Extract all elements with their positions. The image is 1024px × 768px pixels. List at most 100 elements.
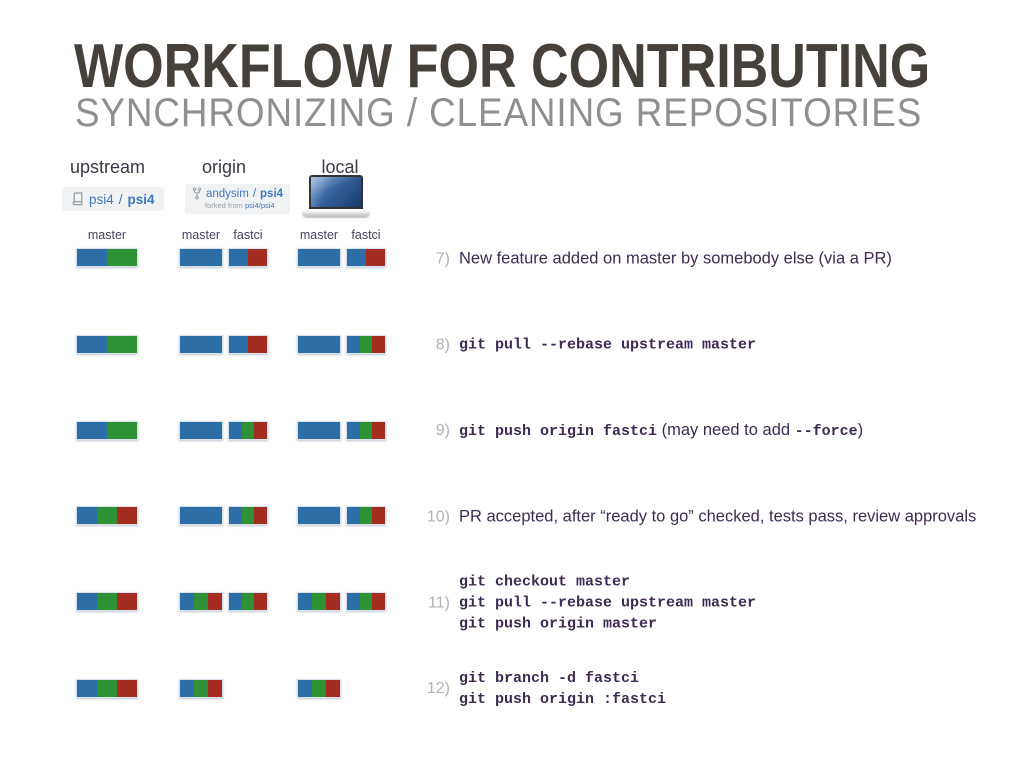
page-subtitle: SYNCHRONIZING / CLEANING REPOSITORIES bbox=[75, 91, 923, 135]
commit-segment-blue bbox=[201, 422, 222, 439]
step-9: 9) git push origin fastci (may need to ad… bbox=[412, 420, 863, 442]
commit-block-local-fastci bbox=[346, 248, 386, 267]
commit-segment-green bbox=[312, 593, 326, 610]
repo-badge-origin: andysim / psi4 forked from psi4/psi4 bbox=[185, 184, 291, 214]
commit-segment-blue bbox=[77, 249, 107, 266]
commit-segment-green bbox=[107, 336, 137, 353]
commit-block-origin-master bbox=[179, 592, 223, 611]
commit-block-local-master bbox=[297, 248, 341, 267]
step-number: 9) bbox=[435, 422, 450, 439]
forked-from-label: forked from bbox=[205, 201, 246, 210]
commit-segment-red bbox=[366, 249, 385, 266]
step-line: git checkout master bbox=[459, 572, 756, 593]
step-number: 12) bbox=[426, 680, 450, 697]
commit-segment-green bbox=[97, 593, 117, 610]
commit-segment-blue bbox=[298, 249, 319, 266]
branch-label-upstream-master: master bbox=[87, 228, 127, 242]
commit-segment-blue bbox=[180, 422, 201, 439]
laptop-display bbox=[311, 177, 361, 207]
laptop-base bbox=[302, 211, 370, 217]
commit-segment-blue bbox=[347, 422, 360, 439]
commit-segment-blue bbox=[347, 336, 360, 353]
commit-segment-green bbox=[97, 507, 117, 524]
command-text: git checkout master bbox=[459, 573, 631, 591]
step-8: 8)git pull --rebase upstream master bbox=[412, 335, 756, 356]
step-line: git push origin master bbox=[459, 614, 756, 635]
commit-segment-red bbox=[117, 507, 137, 524]
commit-segment-blue bbox=[229, 336, 248, 353]
forked-from-repo: psi4/psi4 bbox=[245, 201, 275, 210]
commit-segment-red bbox=[372, 593, 386, 610]
commit-segment-red bbox=[117, 680, 137, 697]
step-lines: New feature added on master by somebody … bbox=[459, 249, 892, 270]
branch-label-origin-fastci: fastci bbox=[233, 228, 263, 242]
commit-segment-red bbox=[208, 593, 222, 610]
commit-segment-blue bbox=[77, 336, 107, 353]
commit-segment-green bbox=[241, 507, 255, 524]
commit-segment-green bbox=[107, 422, 137, 439]
commit-block-origin-master bbox=[179, 506, 223, 525]
commit-segment-green bbox=[241, 422, 255, 439]
commit-segment-green bbox=[241, 593, 255, 610]
commit-segment-blue bbox=[201, 507, 222, 524]
commit-segment-green bbox=[359, 507, 373, 524]
step-7: 7) New feature added on master by somebod… bbox=[412, 249, 892, 270]
commit-segment-blue bbox=[229, 593, 242, 610]
commit-block-local-master bbox=[297, 506, 341, 525]
commit-segment-green bbox=[97, 680, 117, 697]
commit-segment-blue bbox=[319, 422, 340, 439]
commit-block-upstream-master bbox=[76, 421, 138, 440]
commit-block-upstream-master bbox=[76, 679, 138, 698]
column-header-local: local bbox=[321, 157, 359, 177]
commit-block-local-fastci bbox=[346, 421, 386, 440]
forked-from-note: forked from psi4/psi4 bbox=[192, 201, 283, 210]
commit-block-upstream-master bbox=[76, 592, 138, 611]
commit-segment-blue bbox=[180, 680, 194, 697]
commit-segment-red bbox=[326, 593, 340, 610]
commit-block-origin-fastci bbox=[228, 248, 268, 267]
commit-segment-blue bbox=[347, 249, 366, 266]
commit-block-origin-fastci bbox=[228, 421, 268, 440]
branch-label-origin-master: master bbox=[181, 228, 221, 242]
step-number: 7) bbox=[435, 250, 450, 267]
branch-label-local-fastci: fastci bbox=[351, 228, 381, 242]
step-number: 11) bbox=[428, 594, 450, 611]
commit-segment-blue bbox=[347, 507, 360, 524]
step-11: 11) git checkout master git pull --rebase … bbox=[412, 572, 756, 635]
commit-segment-red bbox=[248, 336, 267, 353]
commit-segment-blue bbox=[319, 507, 340, 524]
commit-block-origin-fastci bbox=[228, 506, 268, 525]
commit-block-local-master bbox=[297, 421, 341, 440]
commit-segment-blue bbox=[77, 593, 97, 610]
commit-block-local-fastci bbox=[346, 335, 386, 354]
command-text: git pull --rebase upstream master bbox=[459, 594, 757, 612]
commit-block-local-fastci bbox=[346, 506, 386, 525]
repo-book-icon bbox=[71, 192, 84, 206]
page-title: WORKFLOW FOR CONTRIBUTING bbox=[74, 32, 931, 101]
commit-segment-green bbox=[359, 593, 373, 610]
commit-block-local-master bbox=[297, 592, 341, 611]
command-text: git push origin master bbox=[459, 615, 658, 633]
repo-owner: psi4 bbox=[89, 191, 114, 207]
step-line: git pull --rebase upstream master bbox=[459, 593, 756, 614]
laptop-icon bbox=[302, 175, 370, 217]
branch-label-local-master: master bbox=[299, 228, 339, 242]
commit-block-origin-fastci bbox=[228, 335, 268, 354]
commit-segment-green bbox=[194, 680, 208, 697]
commit-segment-blue bbox=[201, 336, 222, 353]
description-text: (may need to add bbox=[657, 421, 795, 439]
commit-segment-blue bbox=[180, 593, 194, 610]
command-text: git push origin :fastci bbox=[459, 691, 667, 708]
commit-segment-blue bbox=[347, 593, 360, 610]
commit-segment-red bbox=[372, 336, 386, 353]
commit-segment-green bbox=[194, 593, 208, 610]
description-text: New feature added on master by somebody … bbox=[459, 249, 892, 268]
commit-segment-red bbox=[248, 249, 267, 266]
commit-block-local-master bbox=[297, 335, 341, 354]
step-lines: git push origin fastci (may need to add … bbox=[459, 420, 863, 442]
step-line: git push origin :fastci bbox=[459, 689, 666, 710]
step-lines: git checkout master git pull --rebase ups… bbox=[459, 572, 756, 635]
fork-icon bbox=[192, 187, 202, 200]
